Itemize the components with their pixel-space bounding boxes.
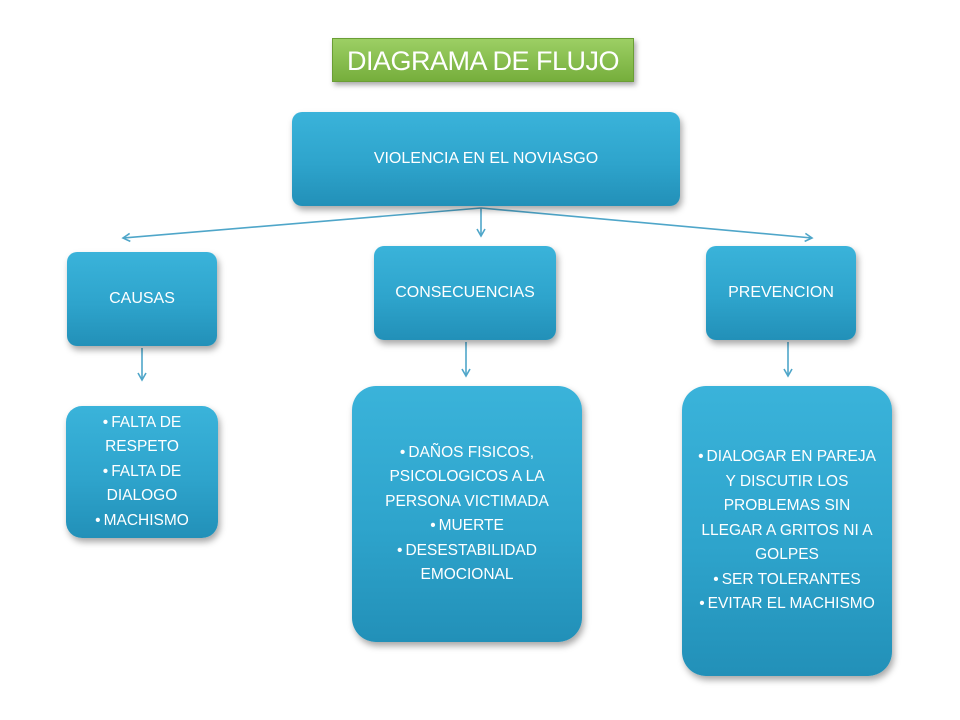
- list-item: FALTA DE DIALOGO: [76, 460, 208, 509]
- node-consecuencias: CONSECUENCIAS: [374, 246, 556, 340]
- list-item: MUERTE: [368, 514, 566, 539]
- prevencion-list-box: DIALOGAR EN PAREJA Y DISCUTIR LOS PROBLE…: [682, 386, 892, 676]
- diagram-title: DIAGRAMA DE FLUJO: [332, 38, 634, 82]
- list-item: MACHISMO: [76, 509, 208, 534]
- list-item: SER TOLERANTES: [696, 568, 878, 593]
- arrow-root-to-prevencion: [480, 207, 814, 243]
- list-item: DIALOGAR EN PAREJA Y DISCUTIR LOS PROBLE…: [696, 445, 878, 568]
- arrow-root-to-causas: [121, 207, 482, 243]
- consecuencias-list-box: DAÑOS FISICOS, PSICOLOGICOS A LA PERSONA…: [352, 386, 582, 642]
- node-causas: CAUSAS: [67, 252, 217, 346]
- list-item: DESESTABILIDAD EMOCIONAL: [368, 539, 566, 588]
- consecuencias-list: DAÑOS FISICOS, PSICOLOGICOS A LA PERSONA…: [368, 441, 566, 588]
- root-node: VIOLENCIA EN EL NOVIASGO: [292, 112, 680, 206]
- prevencion-list: DIALOGAR EN PAREJA Y DISCUTIR LOS PROBLE…: [696, 445, 878, 617]
- list-item: EVITAR EL MACHISMO: [696, 592, 878, 617]
- node-prevencion: PREVENCION: [706, 246, 856, 340]
- causas-list-box: FALTA DE RESPETO FALTA DE DIALOGO MACHIS…: [66, 406, 218, 538]
- causas-list: FALTA DE RESPETO FALTA DE DIALOGO MACHIS…: [76, 411, 208, 534]
- list-item: FALTA DE RESPETO: [76, 411, 208, 460]
- list-item: DAÑOS FISICOS, PSICOLOGICOS A LA PERSONA…: [368, 441, 566, 515]
